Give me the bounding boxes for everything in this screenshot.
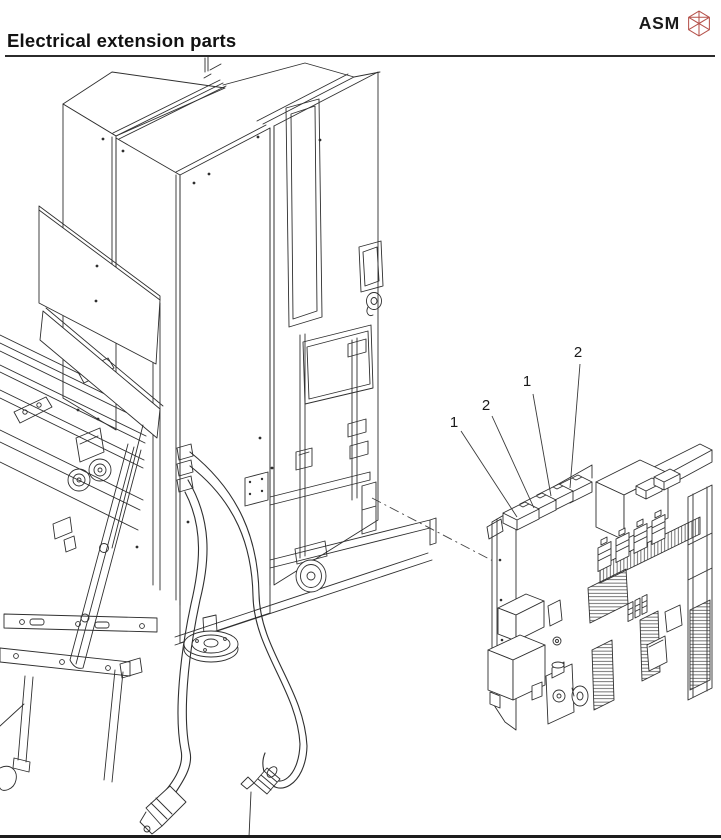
frame-rails	[152, 299, 437, 646]
brand-logo: ASM	[639, 8, 712, 38]
title-rule	[5, 55, 715, 57]
footer-rule	[0, 835, 721, 838]
filter-modules	[502, 474, 593, 531]
screw-dots	[76, 135, 322, 549]
base-frame	[0, 424, 158, 791]
mounting-centerline	[371, 497, 496, 563]
cable-connector-block	[139, 785, 187, 835]
wiring-duct	[599, 516, 701, 584]
transformer-box	[487, 634, 546, 709]
solenoid-motor	[545, 661, 589, 725]
heatsink-column	[591, 639, 615, 711]
cable-plug	[240, 766, 281, 838]
callout-label-2a: 2	[482, 397, 490, 414]
brand-text: ASM	[638, 12, 680, 33]
conveyor-table	[0, 334, 151, 553]
page-title: Electrical extension parts	[7, 30, 237, 51]
machine-illustration	[0, 56, 437, 838]
right-mounting-rail	[687, 484, 713, 701]
callout-label-1a: 1	[450, 414, 458, 431]
machine-foot	[183, 614, 239, 663]
callout-leader-lines	[460, 363, 581, 518]
callout-label-2b: 2	[574, 344, 582, 361]
callout-label-1b: 1	[523, 373, 531, 390]
relay-box	[497, 593, 563, 642]
electrical-assembly-illustration	[486, 443, 713, 731]
relay-row	[597, 509, 666, 572]
front-door-panel	[38, 205, 164, 439]
caster-wheel	[294, 540, 328, 593]
asm-cube-logo-icon	[688, 10, 710, 36]
